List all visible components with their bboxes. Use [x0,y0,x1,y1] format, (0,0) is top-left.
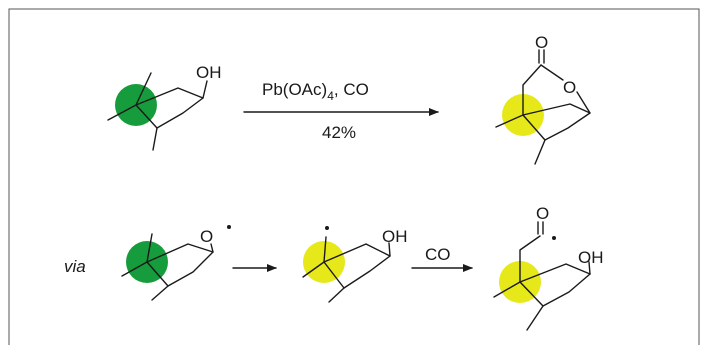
oxygen-radical-dot [227,225,231,229]
lactone-chain [522,64,542,116]
c-oh-bond [202,80,208,99]
yield-label: 42% [322,123,356,142]
product-methyl-left [495,114,524,128]
main-reaction-arrow: Pb(OAc)4, CO 42% [243,80,439,142]
cyclohexane-ring [135,87,204,129]
acyl-oxygen: O [536,204,549,223]
methyl-down [526,305,544,331]
oxyl-oxygen: O [200,227,213,246]
product-methyl-down [534,139,546,165]
methylene-up [323,236,327,263]
ring-oxygen: O [563,78,576,97]
methyl-up [146,233,153,263]
acyl-chain [519,235,541,283]
figure-frame [8,8,700,345]
methyl-down [151,285,169,301]
c-oh-bond [588,261,591,275]
c-o-bond [210,243,214,253]
carbonyl-oxygen: O [535,33,548,52]
lactone-product: O O [495,33,591,165]
methyl-down [328,287,345,303]
methyl-left [302,261,325,278]
methyl-down [152,127,158,151]
starting-alcohol: OH [107,63,222,151]
alkoxy-radical: O [121,225,231,301]
acyl-o-bond [540,64,564,81]
methyl-up [135,72,152,106]
cyclohexane-ring [146,243,214,287]
acyl-radical-dot [552,236,556,240]
hydroxyl-label: OH [196,63,222,82]
methyl-left [107,104,137,121]
carbon-radical-dot [325,226,329,230]
hydroxyl-label: OH [578,248,604,267]
via-label: via [64,257,86,276]
cyclohexane-ring [519,263,591,307]
co-reagent-label: CO [425,245,451,264]
reagent-label: Pb(OAc)4, CO [262,80,369,103]
cyclohexane-ring [323,243,391,289]
ring-o-bond [576,91,591,114]
carbon-radical: OH [302,226,408,303]
acyl-radical: O OH [493,204,604,331]
c-oh-bond [388,242,391,257]
hydroxyl-label: OH [382,227,408,246]
methyl-left [121,261,148,277]
methyl-left [493,281,521,298]
product-ring [522,103,591,141]
